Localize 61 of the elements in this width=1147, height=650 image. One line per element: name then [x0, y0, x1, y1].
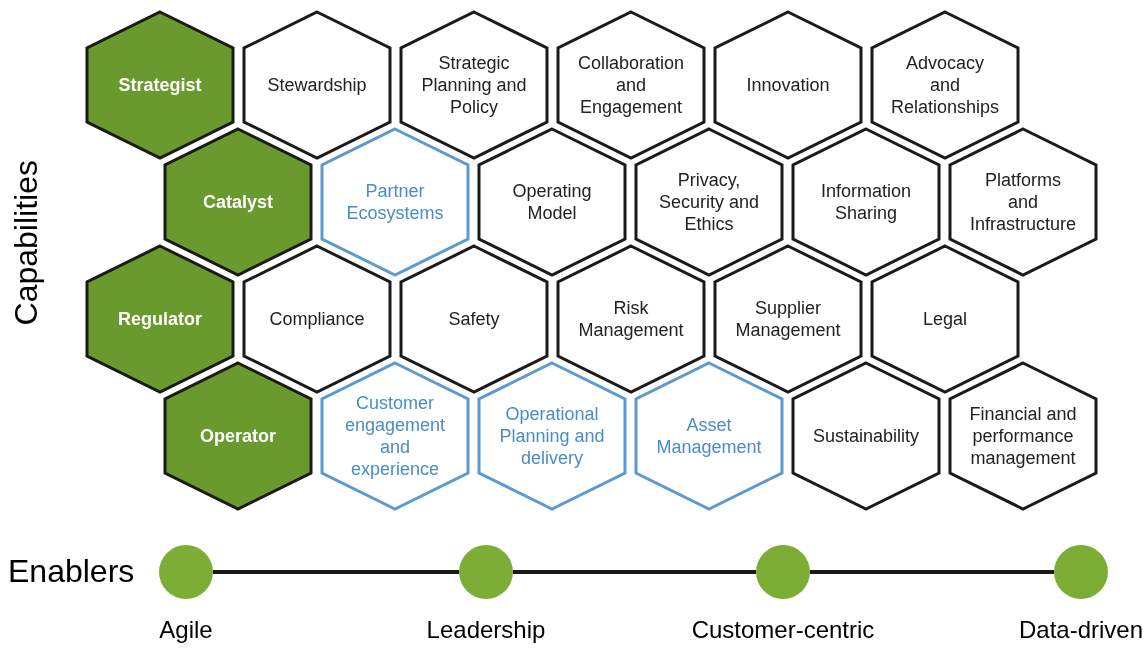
hexagon-label: Partner Ecosystems [345, 180, 445, 224]
capability-hexagon [242, 10, 392, 160]
hexagon-label: Operational Planning and delivery [498, 403, 606, 469]
hexagon-label: Strategic Planning and Policy [420, 52, 528, 118]
capability-hexagon [634, 127, 784, 277]
capability-hexagon [477, 127, 627, 277]
hexagon-label: Customer engagement and experience [343, 392, 447, 480]
hexagon-label: Financial and performance management [968, 403, 1078, 469]
enabler-dot [1054, 545, 1108, 599]
enabler-label: Data-driven [1018, 616, 1144, 644]
capability-hexagon [556, 10, 706, 160]
capability-hexagon [556, 244, 706, 394]
section-label: Enablers [8, 553, 135, 590]
hexagon-label: Stewardship [266, 74, 368, 96]
capability-hexagon [163, 361, 313, 511]
capability-hexagon [948, 361, 1098, 511]
capability-hexagon [320, 361, 470, 511]
capability-hexagon [870, 10, 1020, 160]
capability-hexagon [791, 361, 941, 511]
capability-hexagon [242, 244, 392, 394]
capability-hexagon [477, 361, 627, 511]
enabler-dot [159, 545, 213, 599]
capability-hexagon [399, 244, 549, 394]
hexagon-label: Catalyst [202, 191, 274, 213]
hexagon-label: Privacy, Security and Ethics [657, 169, 761, 235]
capability-hexagon [948, 127, 1098, 277]
capability-hexagon [713, 10, 863, 160]
connector-line [810, 570, 1054, 574]
connector-line [513, 570, 756, 574]
hexagon-label: Safety [447, 308, 501, 330]
hexagon-label: Advocacy and Relationships [890, 52, 1000, 118]
hexagon-label: Risk Management [577, 297, 685, 341]
hexagon-label: Collaboration and Engagement [576, 52, 686, 118]
enabler-dot [756, 545, 810, 599]
hexagon-label: Regulator [117, 308, 203, 330]
hexagon-label: Operating Model [511, 180, 593, 224]
hexagon-label: Platforms and Infrastructure [968, 169, 1077, 235]
hexagon-label: Compliance [268, 308, 366, 330]
capability-hexagon [85, 10, 235, 160]
hexagon-label: Operator [199, 425, 277, 447]
hexagon-label: Innovation [745, 74, 831, 96]
enabler-label: Leadership [426, 616, 546, 644]
hexagon-label: Information Sharing [819, 180, 912, 224]
enabler-label: Agile [159, 616, 213, 644]
capability-hexagon [791, 127, 941, 277]
hexagon-label: Asset Management [655, 414, 763, 458]
connector-line [213, 570, 459, 574]
capability-hexagon [870, 244, 1020, 394]
hexagon-label: Sustainability [811, 425, 921, 447]
enabler-dot [459, 545, 513, 599]
capability-hexagon [399, 10, 549, 160]
axis-label: Capabilities [8, 160, 45, 326]
capability-hexagon [320, 127, 470, 277]
capability-hexagon [163, 127, 313, 277]
capability-hexagon [85, 244, 235, 394]
hexagon-label: Legal [921, 308, 968, 330]
hexagon-label: Supplier Management [734, 297, 842, 341]
hexagon-label: Strategist [117, 74, 203, 96]
capability-hexagon [713, 244, 863, 394]
enabler-label: Customer-centric [691, 616, 875, 644]
capability-hexagon [634, 361, 784, 511]
